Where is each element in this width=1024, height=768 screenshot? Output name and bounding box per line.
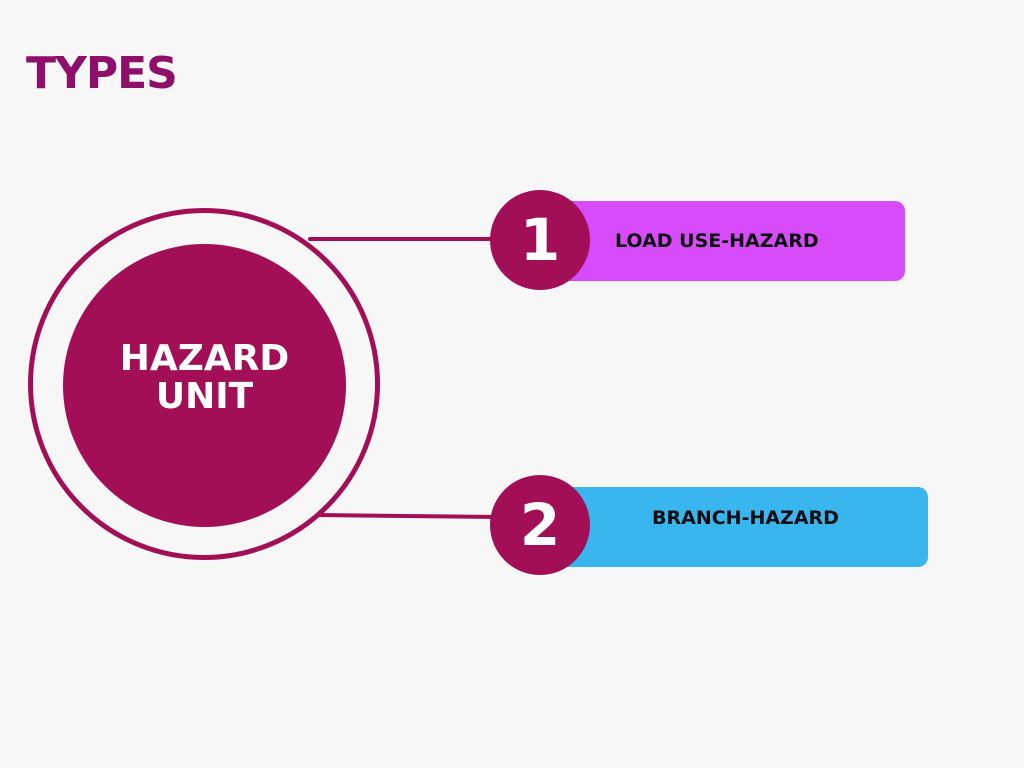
page-title: TYPES (26, 48, 178, 99)
item-label-2: BRANCH-HAZARD (652, 507, 839, 529)
connector-line-2 (314, 513, 502, 519)
item-number-1: 1 (519, 206, 561, 274)
item-number-badge-2: 2 (490, 475, 590, 575)
hub-circle: HAZARD UNIT (63, 244, 346, 527)
item-number-badge-1: 1 (490, 190, 590, 290)
item-pill-1: LOAD USE-HAZARD (560, 201, 905, 281)
hub-label: HAZARD UNIT (119, 338, 290, 417)
item-label-1: LOAD USE-HAZARD (615, 230, 819, 252)
item-pill-2: BRANCH-HAZARD (560, 487, 928, 567)
item-number-2: 2 (519, 491, 561, 559)
